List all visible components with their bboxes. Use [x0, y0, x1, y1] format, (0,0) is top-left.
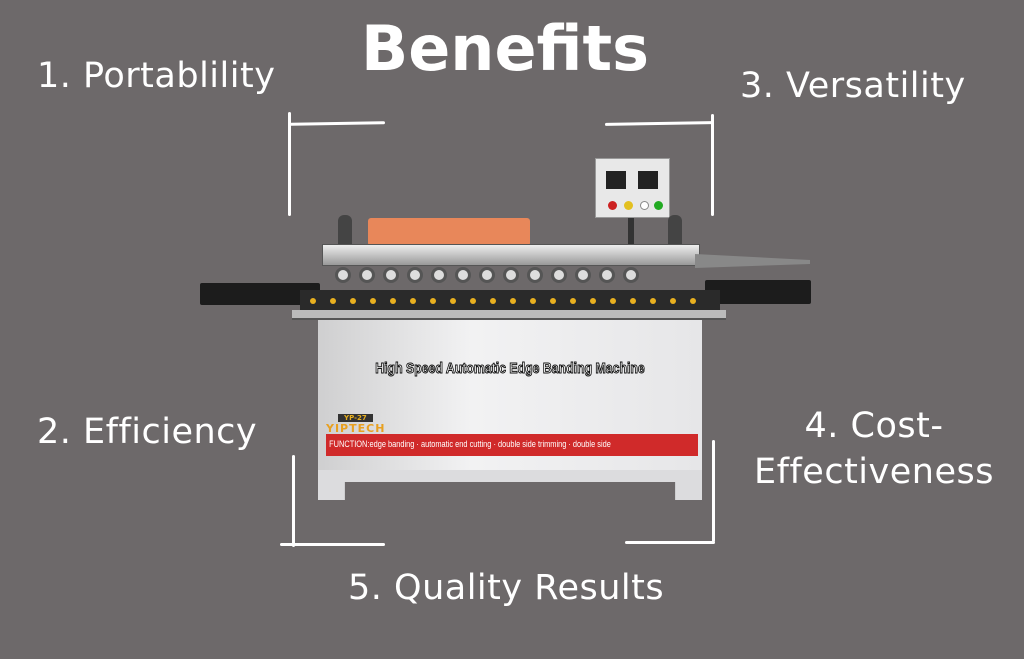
top-rail [322, 244, 700, 266]
pressure-rollers [335, 267, 695, 287]
page-title: Benefits [361, 12, 649, 85]
machine-model: YP-27 [338, 414, 373, 422]
control-panel [595, 158, 670, 218]
machine-heading: High Speed Automatic Edge Banding Machin… [375, 360, 645, 378]
function-text: FUNCTION:edge banding · automatic end cu… [329, 439, 611, 450]
machine-brand: YIPTECH [326, 422, 386, 435]
benefit-versatility: 3. Versatility [740, 66, 966, 106]
orange-cover [368, 218, 530, 246]
benefit-cost-line2: Effectiveness [754, 452, 994, 492]
benefit-portability: 1. Portablility [37, 56, 276, 96]
machine-body: High Speed Automatic Edge Banding Machin… [318, 320, 702, 470]
benefit-cost-effectiveness: 4. Cost- Effectiveness [740, 406, 1008, 492]
machine-base [318, 470, 702, 500]
benefit-cost-line1: 4. Cost- [804, 406, 944, 446]
benefit-efficiency: 2. Efficiency [37, 412, 258, 452]
left-table [200, 283, 320, 305]
function-banner: FUNCTION:edge banding · automatic end cu… [326, 434, 698, 456]
benefit-quality-results: 5. Quality Results [348, 568, 665, 608]
right-table [705, 280, 811, 304]
